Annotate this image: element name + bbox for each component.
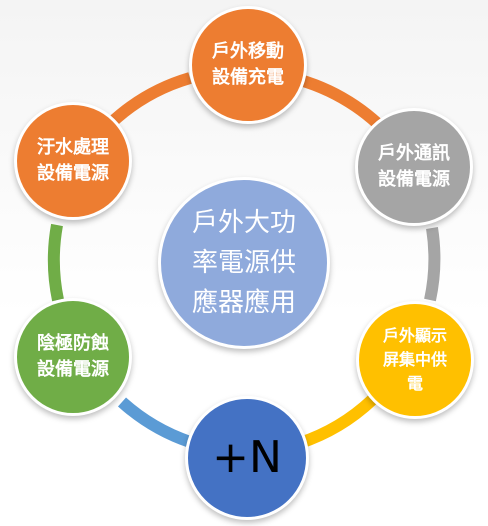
node-right-line-2: 設備電源 <box>378 169 450 190</box>
node-top-line-1: 戶外移動 <box>212 40 284 62</box>
node-outdoor-telecom-power: 戶外通訊 設備電源 <box>355 108 473 226</box>
node-bright-line-2: 屏集中供 <box>382 350 447 369</box>
node-bleft-line-1: 陰極防蝕 <box>37 332 109 354</box>
center-node: 戶外大功 率電源供 應器應用 <box>158 177 330 349</box>
arc-bottom-right <box>298 395 377 449</box>
node-bright-line-1: 戶外顯示 <box>382 326 447 345</box>
node-plus-n: +N <box>185 396 309 520</box>
node-bright-line-3: 電 <box>406 374 423 393</box>
arc-bottom-left <box>117 397 193 448</box>
node-bottom-label: +N <box>212 432 282 484</box>
node-right-line-1: 戶外通訊 <box>378 142 450 164</box>
center-line-1: 戶外大功 <box>191 207 296 238</box>
node-bleft-line-2: 設備電源 <box>37 359 109 380</box>
node-top-line-2: 設備充電 <box>212 67 284 88</box>
node-outdoor-mobile-charging: 戶外移動 設備充電 <box>189 6 307 124</box>
node-left-line-2: 設備電源 <box>37 163 109 184</box>
node-sewage-treatment-power: 汙水處理 設備電源 <box>14 102 132 220</box>
center-line-3: 應器應用 <box>191 288 296 319</box>
arc-right <box>424 227 441 302</box>
center-line-2: 率電源供 <box>191 247 296 278</box>
node-left-line-1: 汙水處理 <box>37 136 109 158</box>
arc-top-left <box>105 72 192 129</box>
node-outdoor-display-power: 戶外顯示 屏集中供 電 <box>356 301 474 419</box>
arc-left <box>47 223 64 302</box>
node-cathodic-protection-power: 陰極防蝕 設備電源 <box>14 298 132 416</box>
